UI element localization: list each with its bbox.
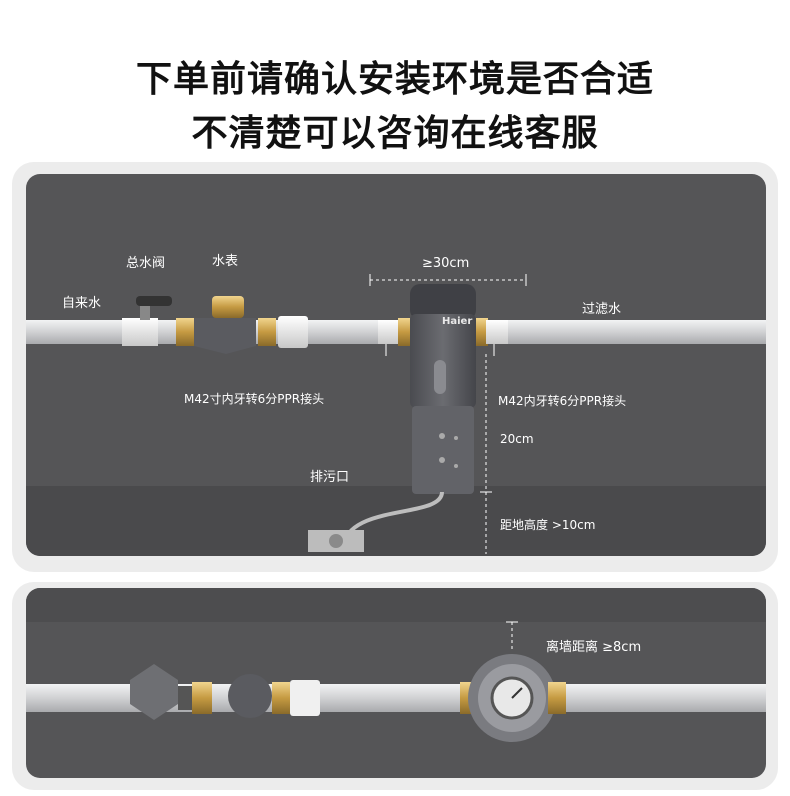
- water-meter: [228, 674, 272, 718]
- filter-lower-body: [412, 406, 474, 494]
- outlet-pipe: [498, 320, 766, 344]
- label-tap-water: 自来水: [62, 296, 102, 311]
- water-meter-body: [194, 318, 256, 354]
- valve-white-fitting: [122, 318, 158, 346]
- label-filtered-water: 过滤水: [582, 302, 622, 317]
- label-water-meter: 水表: [212, 254, 239, 269]
- label-height-20cm: 20cm: [500, 432, 534, 446]
- label-main-valve: 总水阀: [126, 256, 166, 271]
- filter-head: [410, 284, 476, 320]
- headline-line-2: 不清楚可以咨询在线客服: [191, 113, 599, 154]
- top-diagram-svg: [26, 274, 766, 556]
- label-wall-distance: 离墙距离 ≥8cm: [546, 640, 642, 655]
- brand-logo-text: Haier: [442, 316, 473, 327]
- label-inlet-adapter: M42寸内牙转6分PPR接头: [184, 392, 325, 406]
- floor: [26, 486, 766, 556]
- label-outlet-adapter: M42内牙转6分PPR接头: [498, 394, 627, 408]
- bottom-diagram-svg: [26, 588, 766, 742]
- water-meter-head: [212, 296, 244, 318]
- valve-handle: [136, 296, 172, 306]
- headline-line-1: 下单前请确认安装环境是否合适: [135, 59, 654, 100]
- wall-top: [26, 588, 766, 622]
- label-ground-clearance: 距地高度 >10cm: [500, 518, 596, 532]
- label-drain: 排污口: [310, 470, 350, 485]
- installation-diagram-bottom: 离墙距离 ≥8cm: [26, 588, 766, 778]
- label-width-requirement: ≥30cm: [422, 256, 470, 271]
- valve-knob: [130, 664, 178, 720]
- installation-diagram-top: Haier 总水阀 水表 自来水 ≥30cm 过滤水 M42寸内牙转6分PPR接…: [26, 174, 766, 556]
